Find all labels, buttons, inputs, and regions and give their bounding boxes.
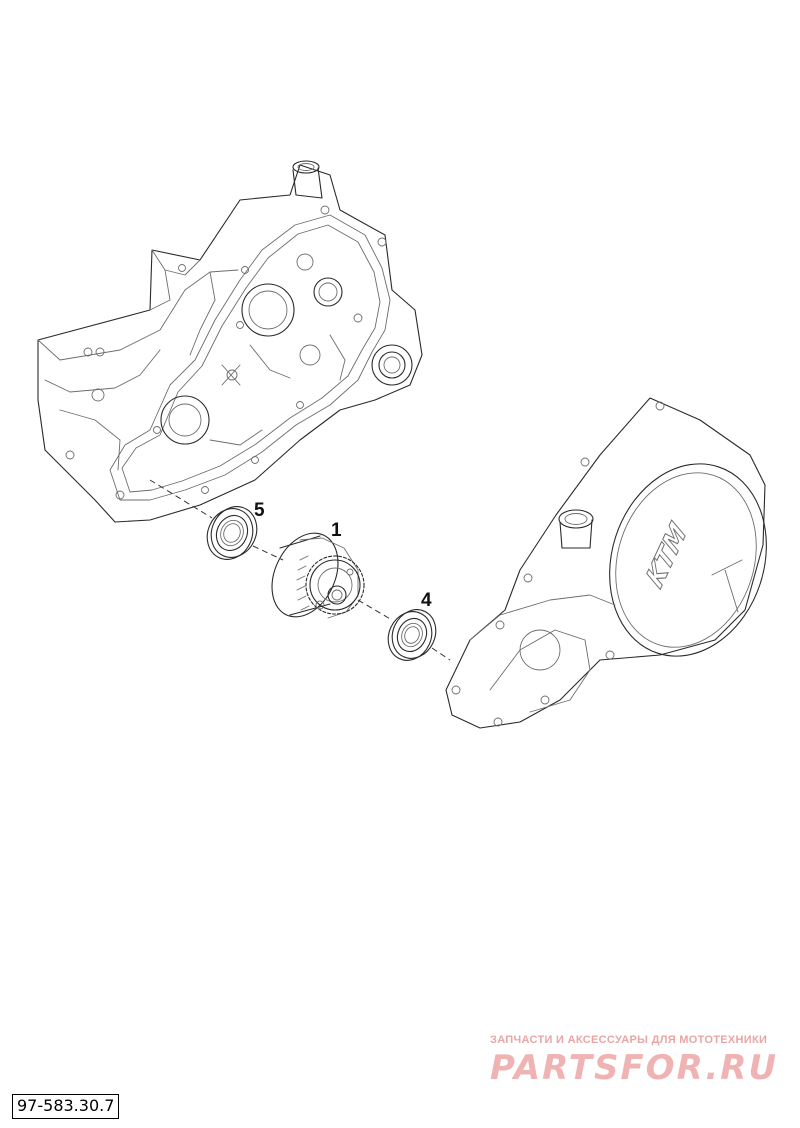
drawing-code-label: 97-583.30.7: [12, 1094, 120, 1119]
callout-1: 1: [331, 520, 342, 541]
watermark-logo: PARTSFOR.RU: [490, 1048, 779, 1088]
assembly-axis: [149, 479, 451, 661]
gear-assembly-1: [271, 532, 365, 619]
cover-emblem-text: KTM: [641, 517, 692, 595]
crankcase-half: [37, 160, 423, 523]
bearing-5: [206, 506, 258, 560]
callout-4: 4: [421, 590, 432, 611]
bearing-4: [387, 609, 437, 661]
callout-5: 5: [254, 500, 265, 521]
ignition-cover: KTM: [445, 397, 767, 729]
watermark-tagline: ЗАПЧАСТИ И АКСЕССУАРЫ ДЛЯ МОТОТЕХНИКИ: [490, 1034, 768, 1046]
